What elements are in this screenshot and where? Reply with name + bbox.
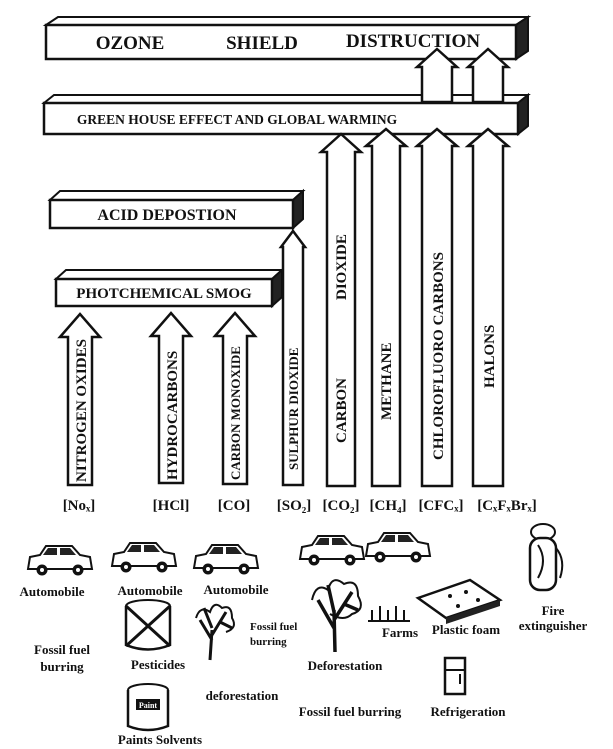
smog-label: PHOTCHEMICAL SMOG	[76, 286, 252, 302]
paint-can-label: Paint	[139, 701, 158, 710]
formula-co: [CO]	[218, 498, 251, 514]
fossil-fuel-label-2: Fossil fuel	[250, 621, 297, 633]
carbon-label: CARBON	[334, 378, 350, 443]
arrow-methane	[366, 129, 406, 486]
fossil-fuel-burring-label-2: burring	[250, 636, 287, 648]
nitrogen-oxides-label: NITROGEN OXIDES	[74, 339, 90, 482]
formula-halons: [CₓFₓBrₓ]	[477, 498, 537, 514]
acid-deposition-bar: ACID DEPOSTION	[50, 191, 303, 228]
fire-label: Fire	[542, 603, 565, 618]
formula-nox: [Noₓ]	[63, 498, 96, 514]
fossil-fuel-label-3: Fossil fuel burring	[299, 704, 402, 719]
formula-cfc: [CFCₓ]	[418, 498, 463, 514]
automobile-label-1: Automobile	[20, 584, 85, 599]
formula-hcl: [HCl]	[153, 498, 190, 514]
photochemical-smog-bar: PHOTCHEMICAL SMOG	[56, 270, 282, 306]
deforestation-label: Deforestation	[308, 658, 384, 673]
automobile-label-3: Automobile	[204, 582, 269, 597]
distruction-label: DISTRUCTION	[346, 31, 480, 52]
acid-label: ACID DEPOSTION	[97, 207, 237, 224]
deforestation-small-label: deforestation	[206, 688, 279, 703]
formula-so2: [SO₂]	[277, 498, 312, 514]
methane-label: METHANE	[379, 342, 395, 420]
hydrocarbons-label: HYDROCARBONS	[165, 351, 181, 480]
formula-co2: [CO₂]	[323, 498, 360, 514]
fire-extinguisher-icon	[530, 524, 562, 590]
tree-icon	[196, 605, 234, 660]
automobile-label-2: Automobile	[118, 583, 183, 598]
deforestation-tree-icon	[312, 580, 361, 652]
fossil-fuel-burring-label-1: burring	[40, 659, 84, 674]
automobile-icon	[28, 546, 92, 576]
farms-label: Farms	[382, 625, 418, 640]
pesticides-icon	[126, 600, 170, 650]
shield-label: SHIELD	[226, 33, 298, 54]
refrigeration-label: Refrigeration	[430, 704, 506, 719]
carbon-monoxide-label: CARBON MONOXIDE	[228, 346, 243, 480]
halons-label: HALONS	[482, 325, 498, 388]
plastic-foam-icon	[418, 580, 500, 624]
greenhouse-effect-bar: GREEN HOUSE EFFECT AND GLOBAL WARMING	[44, 95, 528, 134]
formula-ch4: [CH₄]	[370, 498, 407, 514]
ozone-shield-destruction-bar: OZONE SHIELD DISTRUCTION	[46, 17, 528, 59]
fossil-fuel-label-1: Fossil fuel	[34, 642, 90, 657]
refrigerator-icon	[445, 658, 465, 694]
sulphur-dioxide-label: SULPHUR DIOXIDE	[286, 348, 301, 470]
automobile-icon	[366, 533, 430, 563]
ozone-label: OZONE	[96, 33, 165, 54]
plastic-foam-label: Plastic foam	[432, 622, 500, 637]
paint-can-icon: Paint	[128, 684, 168, 730]
extinguisher-label: extinguisher	[519, 618, 588, 633]
farms-icon	[368, 606, 410, 621]
automobile-icon	[300, 536, 364, 566]
automobile-icon	[194, 545, 258, 575]
pesticides-label: Pesticides	[131, 657, 185, 672]
dioxide-label: DIOXIDE	[334, 234, 350, 300]
paints-solvents-label: Paints Solvents	[118, 732, 202, 747]
automobile-icon	[112, 543, 176, 573]
greenhouse-label: GREEN HOUSE EFFECT AND GLOBAL WARMING	[77, 112, 398, 127]
chlorofluorocarbons-label: CHLOROFLUORO CARBONS	[431, 252, 447, 460]
